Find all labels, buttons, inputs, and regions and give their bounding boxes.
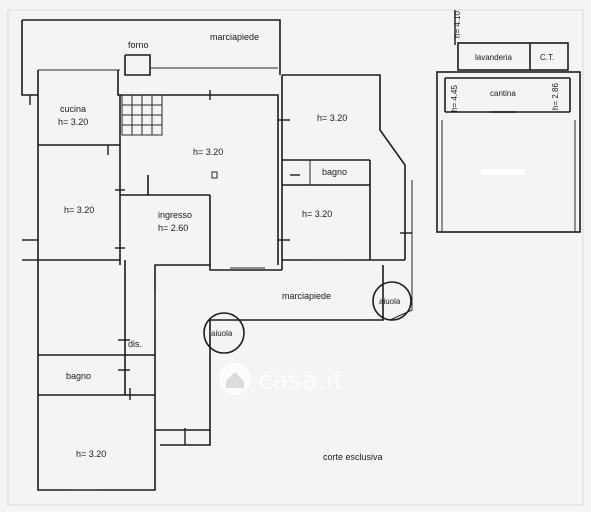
aiuola-circle-1	[203, 312, 245, 354]
room-bagno-ovest-name: bagno	[66, 371, 91, 381]
annex-cantina-label: cantina	[490, 89, 516, 98]
main-walls	[21, 19, 406, 491]
annex-ct-label: C.T.	[540, 53, 554, 62]
doors	[22, 90, 412, 491]
room-camera-sud-height: h= 3.20	[76, 449, 106, 459]
small-column	[211, 171, 218, 179]
room-ingresso-height: h= 2.60	[158, 223, 188, 233]
room-camera-ovest-height: h= 3.20	[64, 205, 94, 215]
annex-height-left-label: h= 4.45	[450, 85, 459, 112]
forno-label: forno	[128, 40, 149, 50]
aiuola-1-label: aiuola	[211, 329, 233, 338]
room-soggiorno-height: h= 3.20	[193, 147, 223, 157]
watermark-logo: casa.it	[219, 363, 343, 396]
room-cucina-name: cucina	[60, 104, 86, 114]
scan-border	[7, 9, 584, 506]
room-camera-nord-est-height: h= 3.20	[317, 113, 347, 123]
aiuola-circle-2	[372, 281, 412, 321]
courtyard-boundary	[155, 180, 413, 446]
watermark-text: casa.it	[258, 366, 343, 396]
room-dis-name: dis.	[128, 339, 142, 349]
annex-lavanderia-label: lavanderia	[475, 53, 512, 62]
annex-height-right-label: h= 2.86	[551, 83, 560, 110]
room-camera-est-height: h= 3.20	[302, 209, 332, 219]
room-cucina-height: h= 3.20	[58, 117, 88, 127]
room-bagno-est-name: bagno	[322, 167, 347, 177]
room-ingresso-name: ingresso	[158, 210, 192, 220]
annex-walls	[436, 10, 581, 233]
corte-esclusiva-label: corte esclusiva	[323, 452, 383, 462]
white-label-patch	[481, 169, 525, 175]
marciapiede-center-label: marciapiede	[282, 291, 331, 301]
aiuola-2-label: aiuola	[379, 297, 401, 306]
marciapiede-top-label: marciapiede	[210, 32, 259, 42]
annex-height-top-label: h= 4.10	[453, 11, 462, 38]
